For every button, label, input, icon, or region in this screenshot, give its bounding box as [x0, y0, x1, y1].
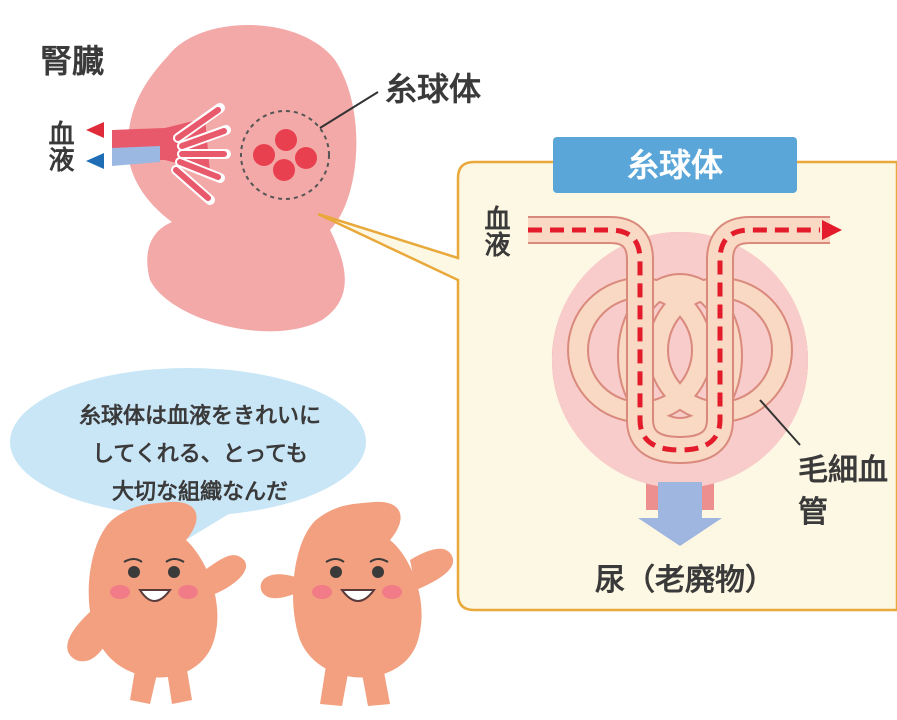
capillary-leader-line: [759, 399, 801, 446]
urine-label: 尿（老廃物）: [595, 563, 775, 598]
glomerulus-dots: [253, 129, 317, 181]
speech-bubble: [10, 368, 366, 516]
speech-line: 大切な組織なんだ: [111, 480, 288, 505]
speech-bubble-text: 糸球体は血液をきれいに してくれる、とっても 大切な組織なんだ: [40, 398, 360, 512]
glomerulus-leader-line: [319, 91, 379, 129]
kidney-label: 腎臓: [40, 42, 105, 80]
kidney-character-right: [260, 501, 454, 706]
zoom-panel-title: 糸球体: [553, 137, 797, 193]
flow-arrow-icon: [822, 220, 842, 240]
blue-arrow-icon: [86, 153, 104, 169]
glomerulus-label: 糸球体: [385, 70, 482, 108]
blood-label-right: 血液: [480, 205, 510, 257]
kidney-character-left: [67, 501, 247, 704]
capillary-label: 毛細血管: [798, 453, 888, 530]
red-arrow-icon: [86, 122, 104, 138]
glomerulus-marker-circle: [240, 110, 330, 200]
blood-flow-path: [528, 227, 820, 453]
speech-line: してくれる、とっても: [92, 442, 308, 467]
speech-line: 糸球体は血液をきれいに: [78, 404, 321, 429]
renal-vessels: [112, 103, 231, 205]
down-arrow-icon: [638, 482, 722, 546]
kidney: [127, 24, 357, 332]
blood-label-left: 血液: [44, 120, 74, 172]
